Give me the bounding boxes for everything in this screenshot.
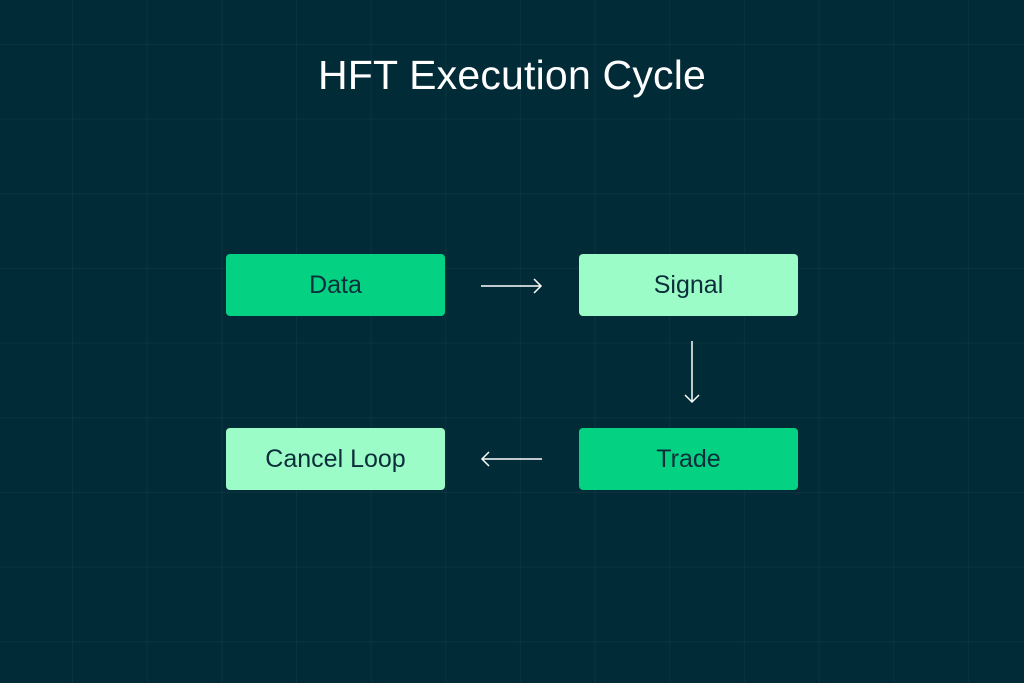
arrow-right-icon — [481, 278, 543, 294]
arrow-left-icon — [480, 451, 542, 467]
node-signal: Signal — [579, 254, 798, 316]
node-label: Trade — [656, 444, 721, 473]
node-data: Data — [226, 254, 445, 316]
node-trade: Trade — [579, 428, 798, 490]
diagram-title: HFT Execution Cycle — [317, 52, 707, 98]
node-label: Data — [309, 270, 362, 299]
node-cancel-loop: Cancel Loop — [226, 428, 445, 490]
node-label: Cancel Loop — [265, 444, 406, 473]
arrow-down-icon — [684, 341, 700, 404]
node-label: Signal — [653, 270, 724, 299]
